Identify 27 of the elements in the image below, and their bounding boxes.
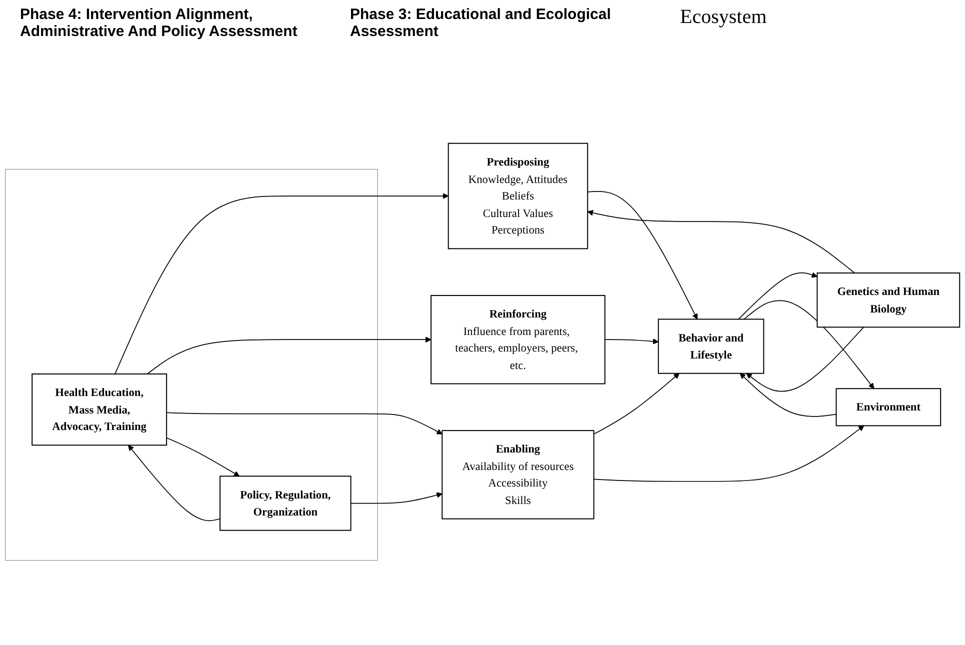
node-box: Enabling Availability of resources Accessibility Skills <box>442 430 594 520</box>
node-box: Predisposing Knowledge, Attitudes Beliefs Cultural Values Perceptions <box>448 142 588 250</box>
arrow <box>604 338 659 344</box>
arrow <box>166 412 442 434</box>
arrow <box>166 438 240 477</box>
node-box: Health Education, Mass Media, Advocacy, Training <box>32 374 168 446</box>
arrow <box>740 373 837 417</box>
cluster <box>5 169 378 561</box>
arrow <box>350 492 442 504</box>
node-box: Behavior and Lifestyle <box>658 318 764 374</box>
arrow <box>746 326 864 392</box>
arrow <box>146 336 432 374</box>
node-box: Reinforcing Influence from parents, teachers, employers, peers, etc. <box>430 295 606 384</box>
phase-heading: Phase 4: Intervention Alignment, Administrative And Policy Assessment <box>20 6 298 40</box>
arrow <box>744 300 874 389</box>
arrow <box>587 210 856 274</box>
arrow <box>114 193 449 374</box>
arrow <box>587 191 698 320</box>
node-box: Policy, Regulation, Organization <box>220 476 352 531</box>
arrow <box>128 445 220 522</box>
node-box: Genetics and Human Biology <box>816 272 960 328</box>
node-box: Environment <box>836 388 942 426</box>
arrow <box>593 426 864 482</box>
note-text: Ecosystem <box>680 6 767 29</box>
arrow <box>738 272 818 320</box>
phase-heading: Phase 3: Educational and Ecological Assessment <box>350 6 612 40</box>
arrow <box>593 373 680 435</box>
